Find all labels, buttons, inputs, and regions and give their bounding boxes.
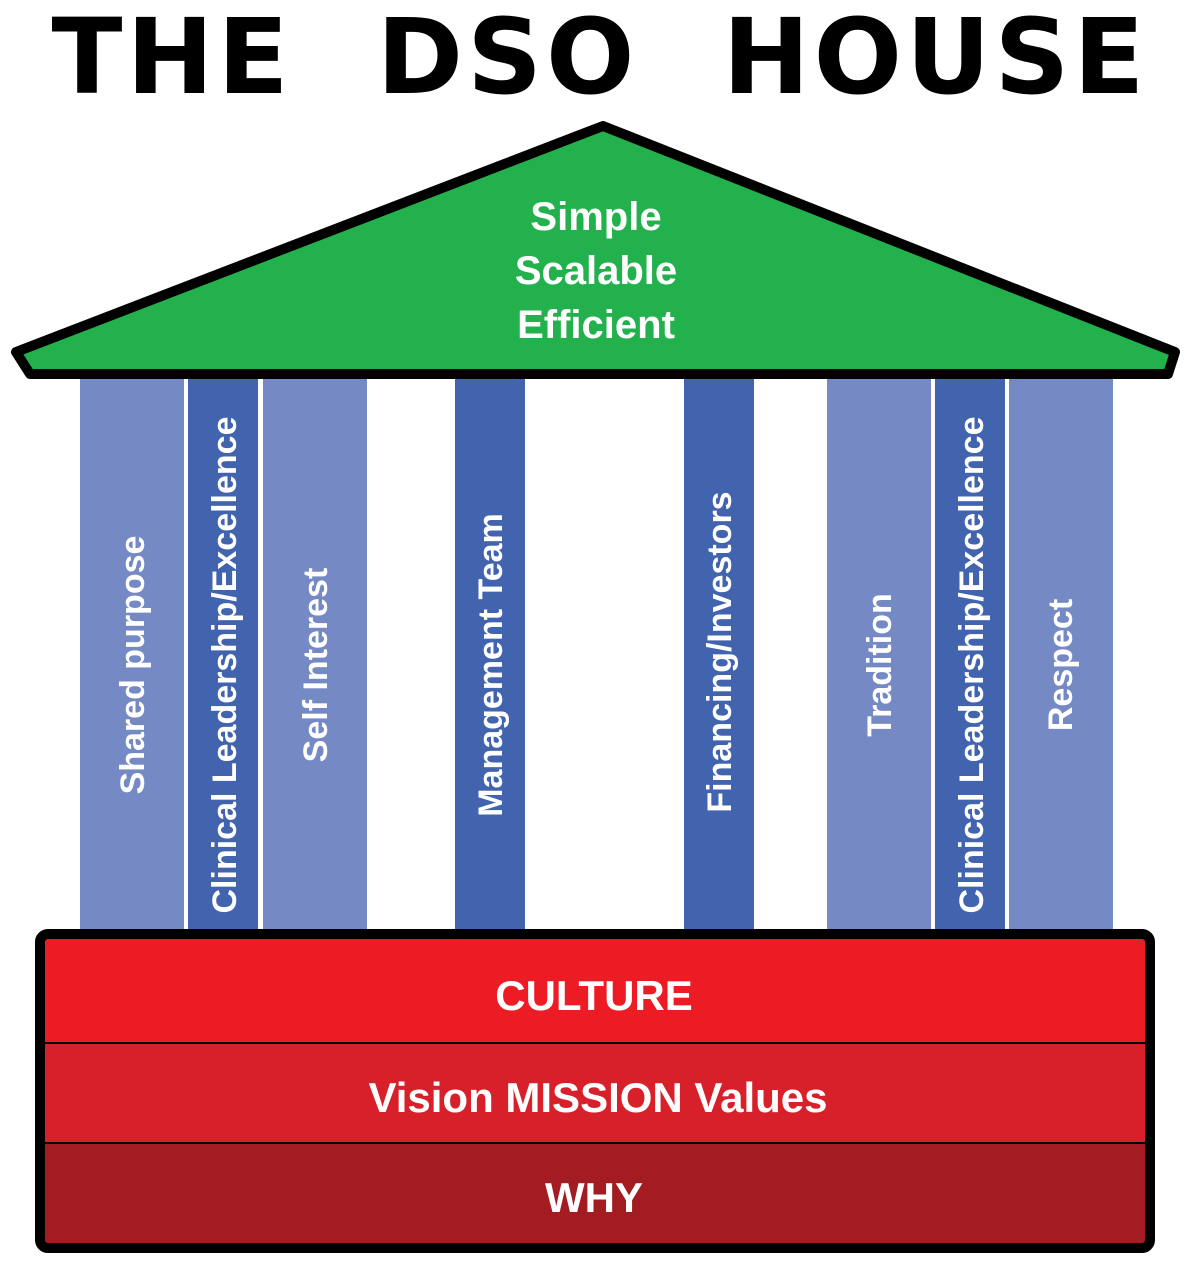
pillar-label: Shared purpose xyxy=(114,536,152,795)
foundation-why-band xyxy=(40,1144,1150,1248)
foundation-border xyxy=(35,929,1155,1253)
foundation-culture-band xyxy=(40,934,1150,1042)
pillar-label: Self Interest xyxy=(297,568,335,763)
pillar-label: Tradition xyxy=(861,593,899,737)
roof-line-scalable: Scalable xyxy=(515,249,677,293)
pillar-label: Financing/Investors xyxy=(701,491,739,812)
pillar-clinical-leadership-left xyxy=(188,376,258,934)
pillar-management-team xyxy=(455,376,525,934)
pillar-self-interest xyxy=(263,376,367,934)
pillar-label: Management Team xyxy=(472,513,510,817)
page-title: THE DSO HOUSE xyxy=(51,0,1149,118)
foundation-label-culture: CULTURE xyxy=(495,972,693,1019)
pillar-financing-investors xyxy=(684,376,754,934)
roof xyxy=(11,121,1180,379)
foundation-vmv-band xyxy=(40,1042,1150,1144)
pillar-respect xyxy=(1009,376,1113,934)
pillar-clinical-leadership-right xyxy=(935,376,1005,934)
pillar-label: Clinical Leadership/Excellence xyxy=(206,416,244,913)
roof-line-simple: Simple xyxy=(530,195,661,239)
foundation-label-why: WHY xyxy=(545,1174,643,1221)
pillar-labels-group: Shared purpose Clinical Leadership/Excel… xyxy=(114,416,1080,913)
pillar-label: Clinical Leadership/Excellence xyxy=(953,416,991,913)
foundation-label-vision-mission-values: Vision MISSION Values xyxy=(368,1074,827,1121)
foundation: CULTURE Vision MISSION Values WHY xyxy=(35,929,1155,1253)
pillar-shared-purpose xyxy=(80,376,184,934)
pillar-tradition xyxy=(827,376,931,934)
pillars-group xyxy=(80,376,1113,934)
pillar-label: Respect xyxy=(1042,599,1080,731)
roof-labels: Simple Scalable Efficient xyxy=(515,195,677,347)
roof-line-efficient: Efficient xyxy=(517,303,675,347)
